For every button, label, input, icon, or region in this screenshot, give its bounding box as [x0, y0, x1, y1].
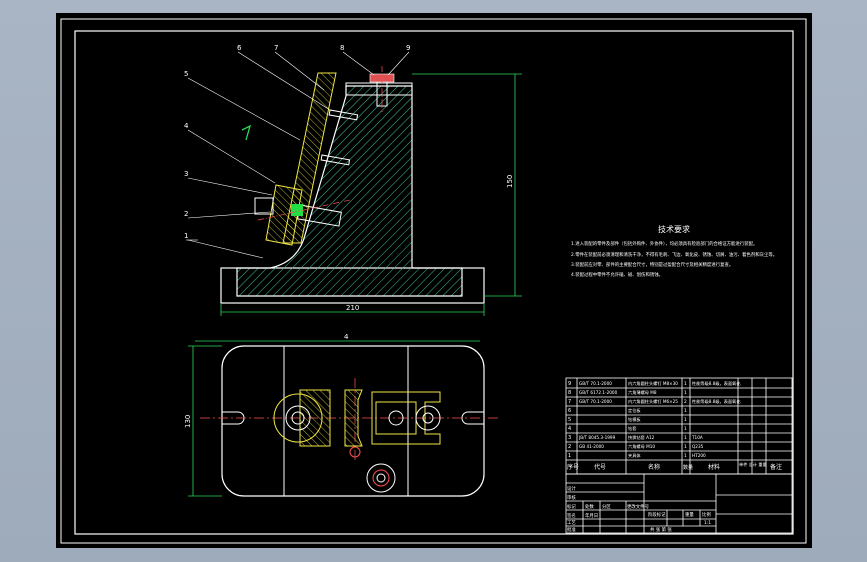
bom-header-name: 名称 [648, 463, 660, 471]
bom-cell-material: 性能等级8.8级，表面氧化 [692, 398, 741, 405]
balloon-7: 7 [274, 44, 278, 52]
bom-cell-no: 6 [568, 408, 571, 414]
bom-cell-no: 1 [568, 453, 571, 459]
balloon-6: 6 [237, 44, 242, 52]
bom-header-weight: 单件 总计 重量 [739, 461, 767, 468]
bom-cell-material: Q235 [692, 444, 704, 449]
tb-role-approve: 批准 [567, 526, 576, 533]
bom-cell-qty: 1 [684, 381, 687, 387]
bom-cell-material: T10A [691, 435, 703, 440]
front-view [220, 66, 485, 304]
bom-cell-no: 4 [568, 426, 571, 432]
bom-cell-no: 9 [568, 381, 571, 387]
bom-table [565, 377, 793, 475]
tech-req-line-4: 4.装配过程中零件不允许磕、碰、划伤和锈蚀。 [571, 271, 663, 278]
tb-label-zone: 分区 [602, 503, 611, 510]
fixture-body [236, 85, 463, 297]
bom-cell-code: GB/T 70.1-2000 [579, 399, 612, 404]
bom-cell-name: 快换钻套 A12 [628, 434, 655, 441]
tb-role-design: 设计 [567, 485, 576, 492]
bom-cell-name: 六角螺母 M10 [628, 443, 655, 450]
tech-req-title: 技术要求 [658, 224, 690, 234]
bom-cell-code: JB/T 8045.3-1999 [578, 435, 616, 440]
part-balloons: 1 2 3 4 5 6 7 8 9 [184, 44, 410, 259]
bom-cell-material: HT200 [692, 453, 706, 458]
balloon-5: 5 [184, 70, 188, 78]
bom-cell-code: GB/T 70.1-2000 [579, 381, 612, 386]
tb-label-date: 年月日 [585, 512, 598, 519]
tb-stage: 阶段标记 [648, 511, 666, 518]
drawing-canvas[interactable]: 150 210 1 2 3 4 5 6 [56, 13, 812, 548]
balloon-9: 9 [406, 44, 410, 52]
dimension-height-main: 150 [506, 175, 514, 188]
bom-cell-name: 六角薄螺母 M8 [628, 389, 657, 396]
drawing-sheet: 150 210 1 2 3 4 5 6 [60, 18, 807, 544]
plan-view [200, 345, 500, 497]
bom-header-remark: 备注 [770, 463, 782, 471]
balloon-2: 2 [184, 210, 188, 218]
bom-cell-no: 5 [568, 417, 571, 423]
bom-cell-no: 7 [568, 399, 571, 405]
tech-req-line-1: 1.进入装配的零件及部件（包括外购件、外协件），均必须具有检验部门的合格证方能进… [571, 240, 757, 247]
inner-frame [74, 30, 794, 535]
bom-cell-no: 8 [568, 390, 571, 396]
bom-cell-name: 内六角圆柱头螺钉 M6×25 [628, 398, 678, 405]
tb-sheet: 共 张 第 张 [650, 526, 672, 533]
tb-role-process: 工艺 [567, 520, 576, 526]
bom-cell-name: 夹具体 [628, 452, 641, 459]
tb-scale-value: 1:1 [704, 520, 711, 526]
tb-weight: 重量 [685, 511, 694, 518]
bom-cell-name: 内六角圆柱头螺钉 M8×30 [628, 380, 678, 387]
balloon-8: 8 [340, 44, 344, 52]
bom-header-no: 序号 [567, 463, 579, 471]
tb-label-mark: 标记 [567, 503, 576, 510]
dimension-width-plan: 4 [344, 333, 349, 341]
tb-label-sign: 签名 [567, 512, 576, 519]
locating-plate [265, 184, 303, 246]
plan-dimensions: 4 130 [184, 333, 480, 497]
tech-req-line-3: 3.装配前应对零、部件的主要配合尺寸，特别是过盈配合尺寸及相关精度进行复查。 [571, 261, 733, 268]
balloon-4: 4 [184, 122, 189, 130]
dimension-width-main: 210 [346, 304, 359, 312]
bom-header-code: 代号 [594, 463, 606, 471]
bom-cell-name: 定位板 [628, 407, 641, 414]
bom-cell-material: 性能等级8.8级，表面氧化 [692, 380, 741, 387]
balloon-3: 3 [184, 170, 188, 178]
bom-cell-qty: 1 [684, 408, 687, 414]
title-block-text: 标记 处数 分区 更改文件号 签名 年月日 阶段标记 重量 比例 1:1 共 张… [567, 485, 711, 533]
bom-cell-no: 2 [568, 444, 571, 450]
tech-req-line-2: 2.零件在装配前必须清理和清洗干净，不得有毛刺、飞边、氧化皮、锈蚀、切屑、油污、… [571, 251, 777, 258]
tb-label-change: 更改文件号 [627, 503, 650, 510]
bom-header-material: 材料 [708, 463, 720, 471]
bom-header: 序号 代号 名称 数量 材料 单件 总计 重量 备注 [567, 461, 782, 471]
bom-cell-code: GB/T 6172.1-2000 [579, 390, 618, 395]
tb-label-count: 处数 [585, 503, 594, 510]
dimension-height-plan: 130 [184, 415, 192, 428]
bom-cell-name: 钻套 [628, 425, 637, 432]
balloon-1: 1 [184, 232, 188, 240]
tb-scale: 比例 [702, 511, 711, 518]
outer-frame [60, 18, 807, 544]
bom-cell-code: GB 41-2000 [579, 444, 604, 449]
bom-cell-qty: 1 [684, 444, 687, 450]
title-block [565, 473, 793, 534]
bom-cell-qty: 1 [684, 426, 687, 432]
tb-role-review: 审核 [567, 494, 576, 501]
bom-cell-qty: 2 [684, 399, 687, 405]
technical-requirements: 技术要求 1.进入装配的零件及部件（包括外购件、外协件），均必须具有检验部门的合… [571, 224, 777, 278]
bom-cell-name: 钻模板 [628, 416, 641, 423]
bom-cell-qty: 1 [684, 453, 687, 459]
bom-cell-qty: 1 [684, 390, 687, 396]
front-dimensions: 150 210 [220, 73, 522, 316]
bom-cell-qty: 1 [684, 417, 687, 423]
bom-cell-qty: 1 [684, 435, 687, 441]
bom-header-qty: 数量 [683, 464, 693, 471]
bom-cell-no: 3 [568, 435, 571, 441]
